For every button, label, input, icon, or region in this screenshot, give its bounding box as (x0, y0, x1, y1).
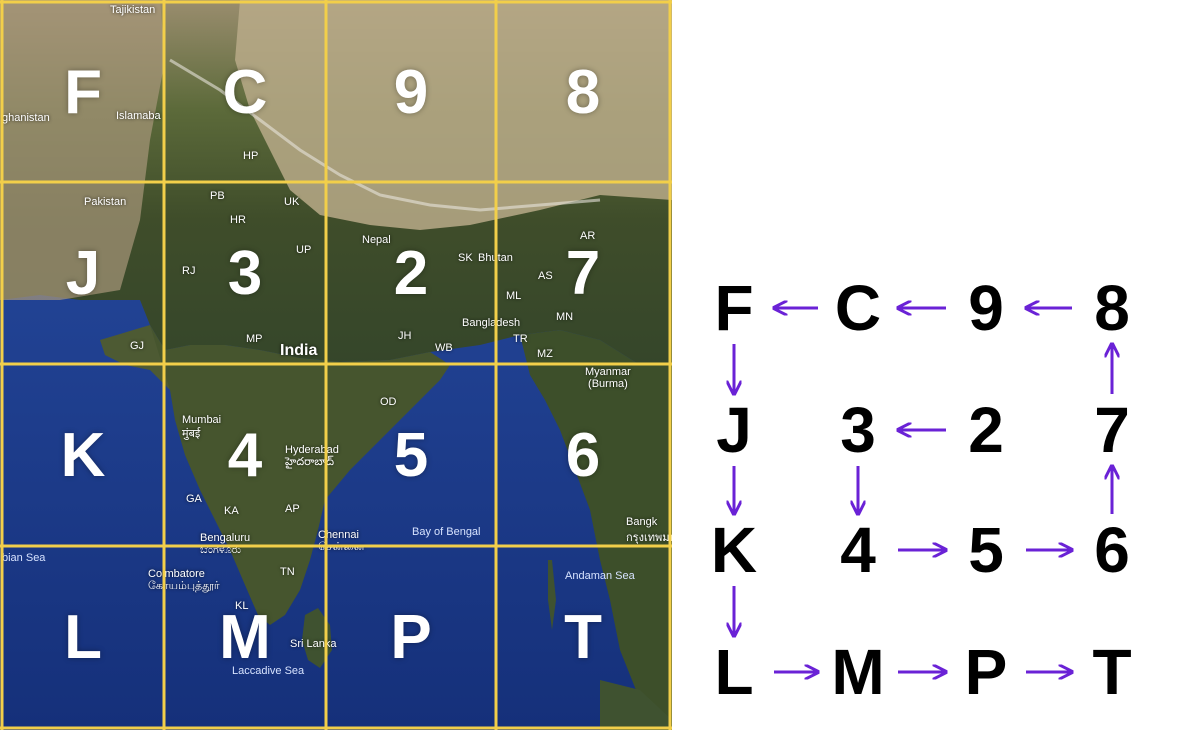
map-tile-k: K (60, 420, 106, 490)
map-tile-t: T (564, 602, 602, 672)
label-tajikistan: Tajikistan (110, 4, 156, 16)
label-up: UP (296, 244, 312, 256)
order-label-c: C (834, 272, 882, 344)
label-nepal: Nepal (362, 234, 391, 246)
order-label-p: P (964, 636, 1008, 708)
map-tile-4: 4 (227, 420, 263, 490)
label-afghanistan: ghanistan (2, 112, 50, 124)
label-uk: UK (284, 196, 300, 208)
map-tile-2: 2 (393, 238, 429, 308)
order-label-7: 7 (1094, 394, 1130, 466)
order-label-t: T (1092, 636, 1132, 708)
label-ap: AP (285, 503, 300, 515)
label-gj: GJ (130, 340, 145, 352)
label-hr: HR (230, 214, 246, 226)
label-bangkok: Bangk กรุงเทพมห (626, 516, 672, 544)
label-mumbai: Mumbai मुंबई (182, 414, 222, 440)
order-arrows (672, 0, 1183, 730)
label-ka: KA (224, 505, 239, 517)
label-kl: KL (235, 600, 249, 612)
map-tile-c: C (222, 57, 268, 127)
order-label-j: J (716, 394, 752, 466)
label-ml: ML (506, 290, 522, 302)
map-tile-7: 7 (565, 238, 601, 308)
map-tile-l: L (64, 602, 102, 672)
order-label-4: 4 (840, 514, 876, 586)
order-label-k: K (710, 514, 758, 586)
order-label-m: M (831, 636, 885, 708)
label-ar: AR (580, 230, 596, 242)
map-tile-8: 8 (565, 57, 601, 127)
label-od: OD (380, 396, 397, 408)
map-tile-p: P (390, 602, 432, 672)
label-hp: HP (243, 150, 259, 162)
label-coimbatore: Coimbatore கோயம்புத்தூர் (148, 568, 220, 592)
label-mn: MN (556, 311, 574, 323)
order-label-2: 2 (968, 394, 1004, 466)
label-mz: MZ (537, 348, 553, 360)
order-label-3: 3 (840, 394, 876, 466)
order-label-f: F (714, 272, 754, 344)
label-rj: RJ (182, 265, 196, 277)
label-sk: SK (458, 252, 473, 264)
label-laccadive-sea: Laccadive Sea (232, 665, 305, 677)
label-mp: MP (246, 333, 263, 345)
order-label-6: 6 (1094, 514, 1130, 586)
order-label-8: 8 (1094, 272, 1130, 344)
label-andaman-sea: Andaman Sea (565, 570, 635, 582)
label-jh: JH (398, 330, 412, 342)
map-tile-5: 5 (393, 420, 429, 490)
label-india: India (280, 342, 318, 359)
label-as: AS (538, 270, 553, 282)
label-pakistan: Pakistan (84, 196, 127, 208)
order-label-5: 5 (968, 514, 1004, 586)
label-tn: TN (280, 566, 295, 578)
map-tile-9: 9 (393, 57, 429, 127)
order-label-l: L (714, 636, 754, 708)
label-islamabad: Islamaba (116, 110, 161, 122)
label-arabian-sea: bian Sea (2, 552, 46, 564)
label-tr: TR (513, 333, 528, 345)
map-tile-j: J (65, 238, 101, 308)
map-tile-3: 3 (227, 238, 263, 308)
label-ga: GA (186, 493, 202, 505)
label-wb: WB (435, 342, 453, 354)
map-tile-m: M (219, 602, 271, 672)
label-pb: PB (210, 190, 225, 202)
label-bay-of-bengal: Bay of Bengal (412, 526, 481, 538)
label-myanmar: Myanmar (Burma) (585, 366, 631, 390)
map-tile-f: F (64, 57, 102, 127)
satellite-map: Tajikistan ghanistan Islamaba Pakistan N… (0, 0, 672, 730)
map-tile-6: 6 (565, 420, 601, 490)
order-label-9: 9 (968, 272, 1004, 344)
label-bangladesh: Bangladesh (462, 317, 521, 329)
